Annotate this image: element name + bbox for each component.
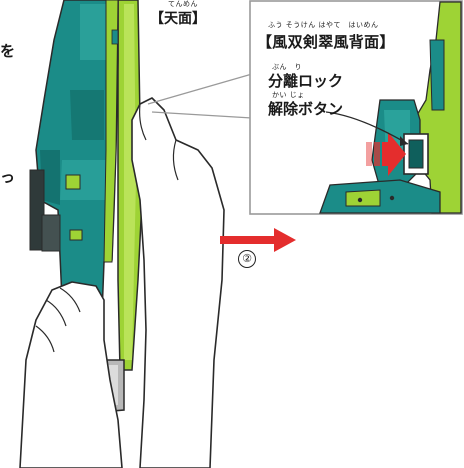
inset-line1: 分離ロック xyxy=(268,72,344,90)
inset-title-ruby: ふう そうけん はやて はいめん xyxy=(268,21,379,29)
right-hand xyxy=(131,97,225,468)
callout-lines xyxy=(147,73,253,119)
sword-main xyxy=(29,0,143,413)
step-number-text: ② xyxy=(242,252,252,265)
inset-title: 【風双剣翠風背面】 xyxy=(257,33,395,51)
left-edge-text-1: を xyxy=(0,42,16,60)
inset-line1-ruby: ぶん り xyxy=(272,63,302,71)
inset-line2-ruby: かい じょ xyxy=(272,91,305,99)
lower-hand xyxy=(19,281,123,468)
push-arrow xyxy=(366,132,406,176)
step-number: ② xyxy=(238,250,256,268)
inset-line2: 解除ボタン xyxy=(268,100,344,118)
top-label: 【天面】 xyxy=(150,11,206,27)
top-label-ruby: てんめん xyxy=(168,0,198,8)
inset-box xyxy=(249,0,463,215)
step-arrow xyxy=(220,228,296,252)
left-edge-text-2: っ xyxy=(0,168,16,186)
